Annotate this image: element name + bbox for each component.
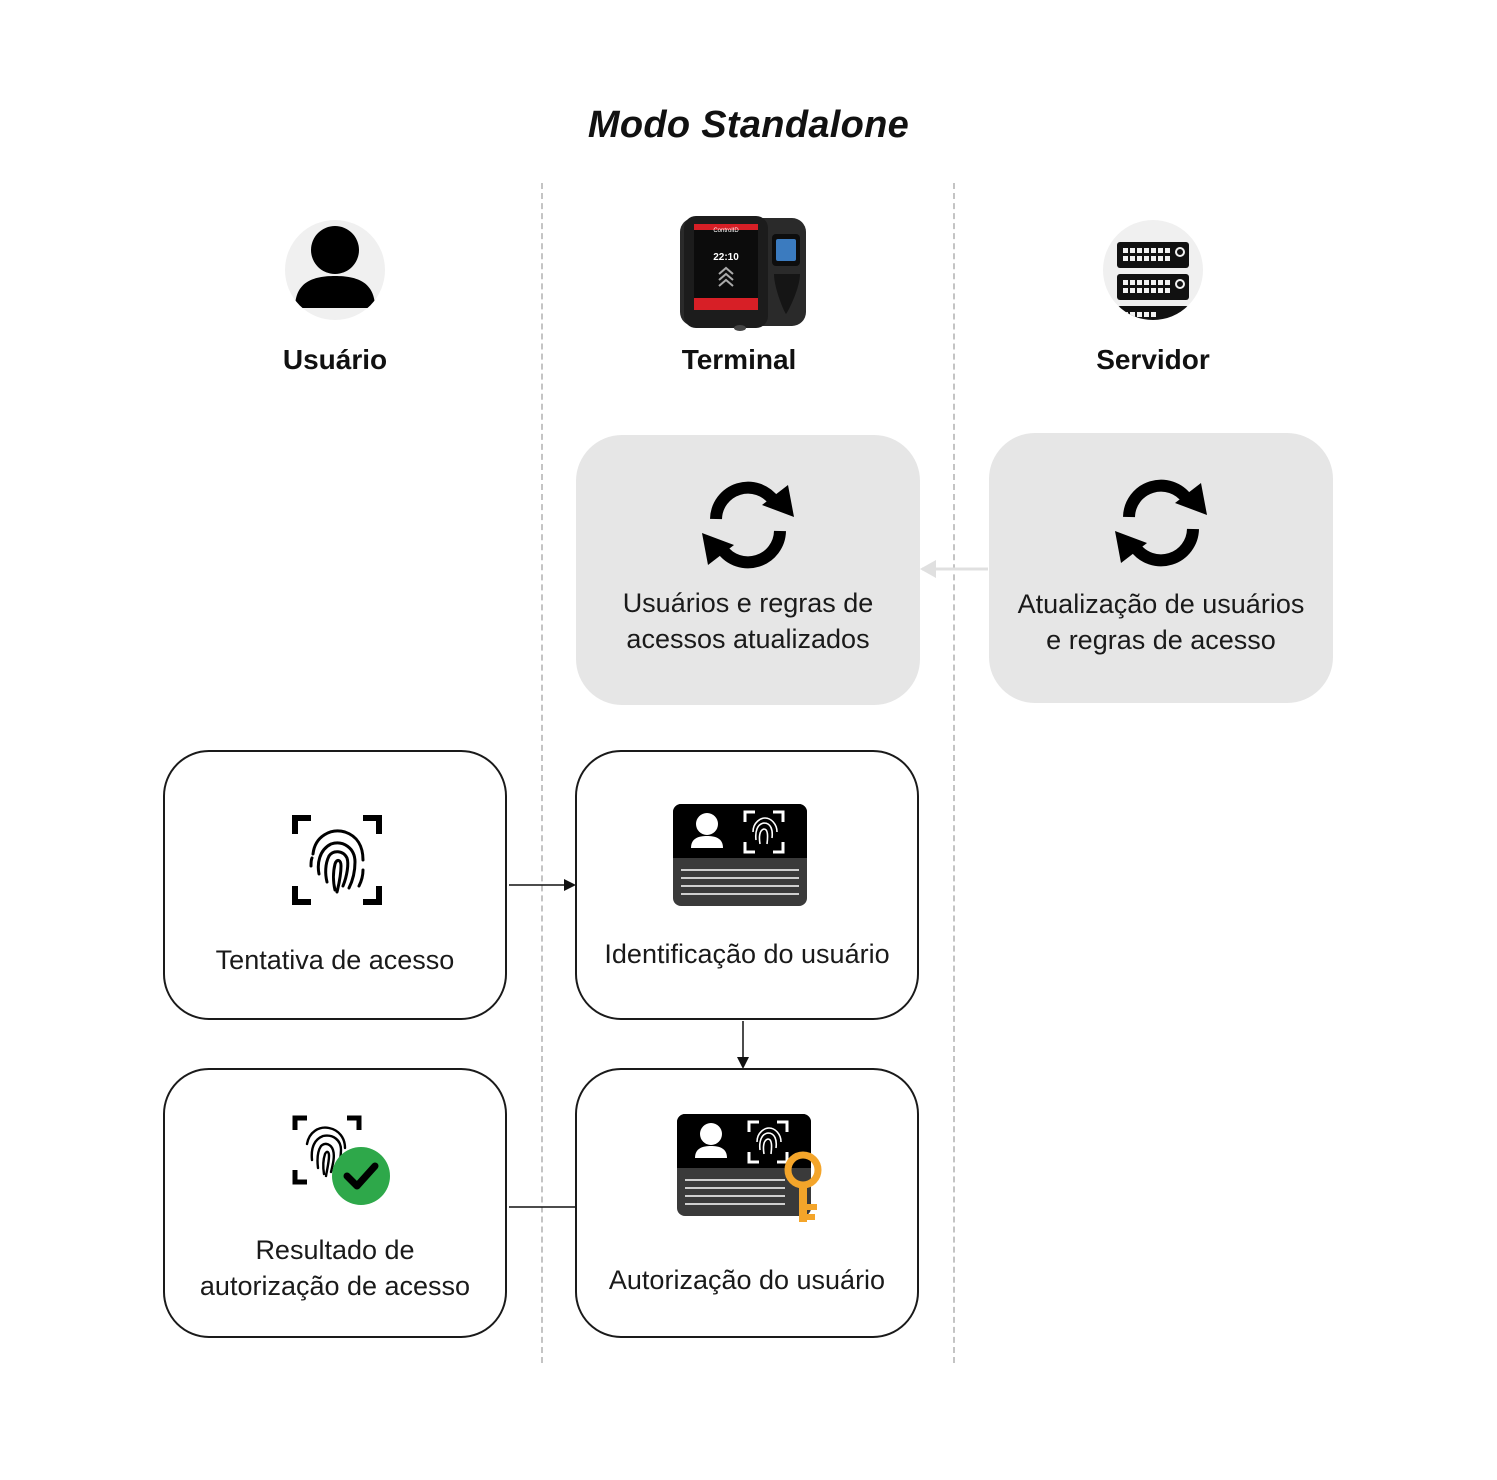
- id-card-key-icon: [675, 1112, 827, 1229]
- column-label-servidor: Servidor: [1096, 344, 1210, 375]
- sync-icon: [1109, 475, 1213, 576]
- terminal-device-icon: ControlID 22:10: [678, 214, 810, 332]
- identification-box: Identificação do usuário: [575, 750, 919, 1020]
- result-text-line1: Resultado de: [255, 1235, 415, 1265]
- server-sync-text-line1: Atualização de usuários: [1017, 589, 1305, 619]
- user-icon: [285, 220, 385, 320]
- id-card-fingerprint-icon: [671, 802, 809, 913]
- column-label-usuario: Usuário: [282, 344, 388, 375]
- terminal-sync-text-line2: acessos atualizados: [626, 624, 870, 654]
- lane-divider-right: [953, 183, 955, 1363]
- authorization-text: Autorização do usuário: [608, 1265, 886, 1295]
- fingerprint-scan-icon: [291, 814, 383, 911]
- server-icon: [1103, 220, 1203, 320]
- terminal-sync-box: Usuários e regras de acessos atualizados: [576, 435, 920, 705]
- result-box: Resultado de autorização de acesso: [163, 1068, 507, 1338]
- terminal-brand: ControlID: [713, 228, 739, 234]
- authorization-box: Autorização do usuário: [575, 1068, 919, 1338]
- fingerprint-check-icon: [291, 1114, 397, 1215]
- result-text-line2: autorização de acesso: [199, 1271, 471, 1301]
- access-attempt-box: Tentativa de acesso: [163, 750, 507, 1020]
- lane-divider-left: [541, 183, 543, 1363]
- identification-text: Identificação do usuário: [604, 939, 890, 969]
- column-label-terminal: Terminal: [681, 344, 797, 375]
- terminal-clock: 22:10: [713, 252, 739, 263]
- terminal-sync-text-line1: Usuários e regras de: [622, 588, 874, 618]
- server-sync-text-line2: e regras de acesso: [1046, 625, 1276, 655]
- server-sync-box: Atualização de usuários e regras de aces…: [989, 433, 1333, 703]
- sync-icon: [696, 477, 800, 578]
- page-title: Modo Standalone: [587, 104, 910, 146]
- access-attempt-text: Tentativa de acesso: [215, 945, 455, 975]
